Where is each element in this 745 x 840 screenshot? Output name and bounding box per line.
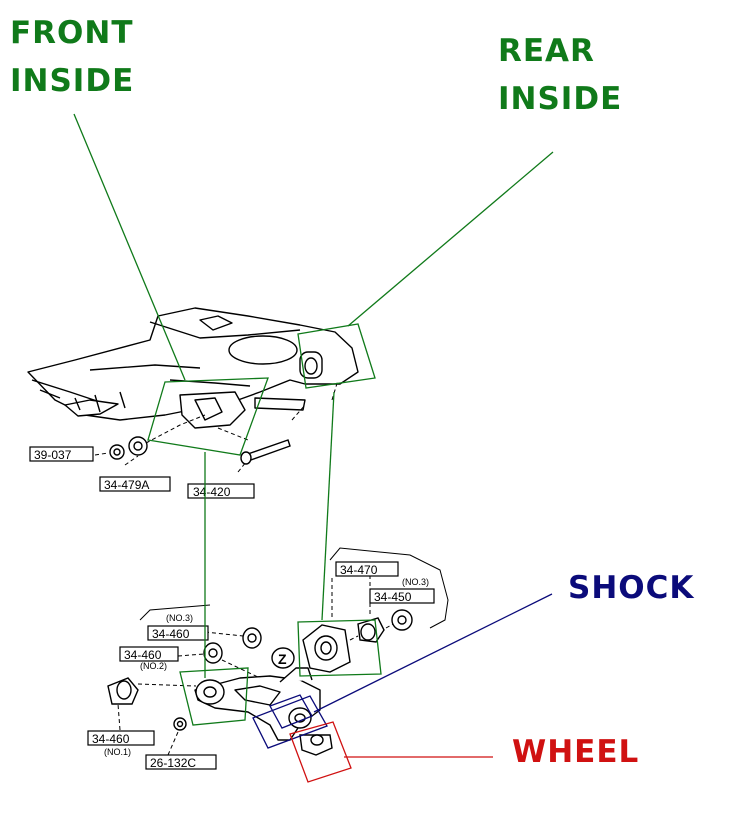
nut-39-037 — [109, 444, 125, 460]
front-inside-label: FRONT INSIDE — [10, 18, 134, 97]
part-number-text: 34-460 — [92, 732, 130, 746]
nut-26-132c — [173, 717, 187, 731]
part-label-34-479a: 34-479A — [99, 476, 171, 492]
upper-leader-lines — [94, 379, 339, 473]
position-note: (NO.3) — [166, 613, 193, 623]
part-number-text: 34-450 — [374, 590, 412, 604]
rear-label-line: REAR — [498, 33, 595, 69]
shock-label: SHOCK — [568, 570, 695, 606]
position-note: (NO.3) — [402, 577, 429, 587]
bushing-34-450 — [391, 609, 413, 631]
wheel-highlight-box — [289, 721, 352, 783]
part-number-text: 34-470 — [340, 563, 378, 577]
part-label-26-132c: 26-132C — [145, 754, 217, 770]
wheel-label: WHEEL — [512, 734, 640, 770]
inside-label-line: INSIDE — [10, 63, 135, 99]
part-number-text: 34-460 — [124, 648, 162, 662]
shock-inner-box — [269, 694, 313, 729]
rear-bushing-highlight-box — [297, 323, 376, 389]
front-inside-pointer — [73, 113, 186, 381]
shock-pointer — [313, 593, 553, 713]
shock-annotation — [252, 593, 553, 749]
bushing-34-460-no2 — [203, 642, 223, 664]
shock-highlight-box — [252, 695, 328, 749]
wheel-annotation — [289, 721, 493, 783]
ball-joint — [299, 734, 333, 756]
part-label-34-460-no3: (NO.3) 34-460 — [147, 613, 209, 641]
z-emblem: Z — [271, 647, 295, 669]
subframe-crossmember — [27, 307, 359, 429]
part-label-34-460-no1: 34-460 (NO.1) — [87, 730, 155, 757]
front-bushing-highlight-box — [147, 377, 269, 456]
bushing-34-460-no3 — [242, 627, 262, 649]
part-number-text: 34-420 — [193, 485, 231, 499]
bolt-34-420 — [240, 439, 291, 465]
position-note: (NO.1) — [104, 747, 131, 757]
part-number-text: 34-479A — [104, 478, 149, 492]
part-number-text: 26-132C — [150, 756, 196, 770]
bushing-bracket-34-470 — [302, 624, 351, 673]
part-label-34-450: (NO.3) 34-450 — [369, 577, 435, 604]
part-number-text: 39-037 — [34, 448, 72, 462]
part-label-34-420: 34-420 — [187, 483, 255, 499]
front-arm-bushing-box — [179, 667, 249, 726]
part-label-34-470: 34-470 — [335, 561, 399, 577]
bushing-34-479a — [128, 436, 148, 456]
rear-arm-bushing-box — [297, 619, 382, 677]
part-label-39-037: 39-037 — [29, 446, 94, 462]
bushing-34-470 — [357, 617, 385, 643]
front-label-line: FRONT — [10, 15, 134, 51]
inside-label-line: INSIDE — [498, 81, 623, 117]
green-annotations — [73, 113, 554, 726]
bushing-34-460-no1 — [107, 677, 139, 705]
part-label-34-460-no2: 34-460 (NO.2) — [119, 646, 179, 671]
position-note: (NO.2) — [140, 661, 167, 671]
svg-text:Z: Z — [278, 651, 287, 667]
lower-leader-lines — [117, 575, 394, 756]
rear-connector-line — [321, 391, 335, 621]
rear-inside-pointer — [347, 151, 554, 327]
lower-control-arm — [194, 667, 321, 741]
rear-inside-label: REAR INSIDE — [498, 36, 622, 115]
part-number-text: 34-460 — [152, 627, 190, 641]
lower-panel-outline — [139, 547, 449, 629]
